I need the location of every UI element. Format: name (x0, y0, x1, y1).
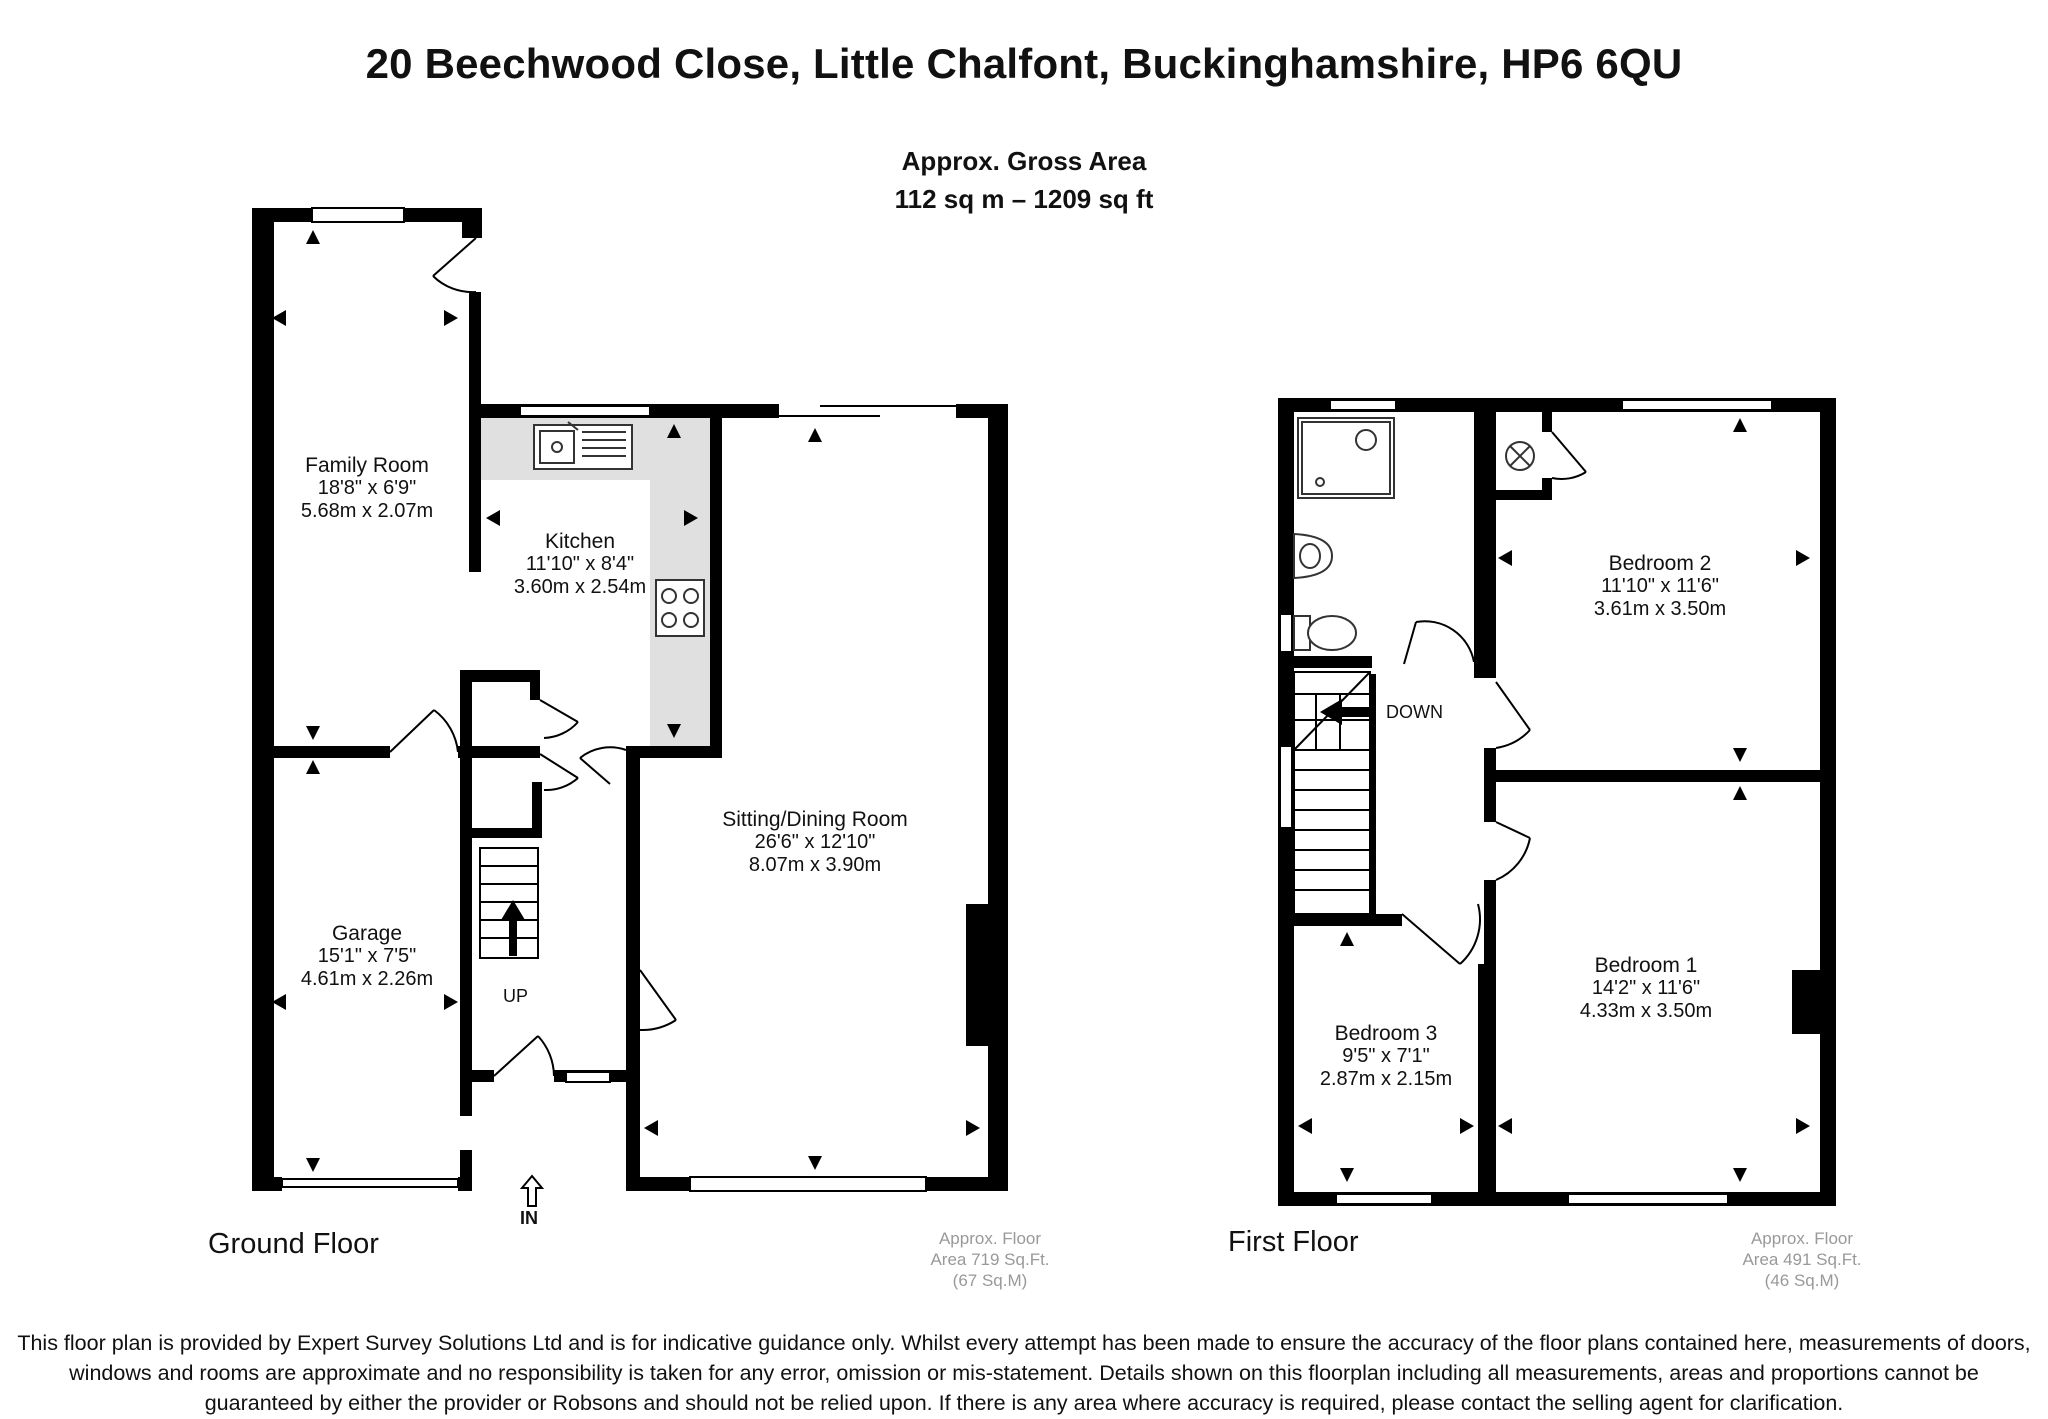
family-room-name: Family Room (305, 454, 429, 477)
toilet (1293, 615, 1357, 651)
first-floor-area-line1: Approx. Floor (1750, 1229, 1854, 1248)
room-label-sitting-dining: Sitting/Dining Room 26'6" x 12'10" 8.07m… (700, 808, 930, 877)
ground-floor-dimension-markers (272, 230, 980, 1172)
entrance-arrow-icon (519, 1174, 545, 1207)
first-floor-plan (1278, 398, 1836, 1206)
bedroom2-metric: 3.61m x 3.50m (1593, 598, 1727, 620)
family-room-metric: 5.68m x 2.07m (300, 500, 434, 522)
ground-floor-windows (281, 207, 927, 1192)
ground-floor-plan (252, 207, 1008, 1207)
ground-floor-label: Ground Floor (208, 1228, 379, 1260)
stair-up-label: UP (503, 986, 529, 1006)
page-title: 20 Beechwood Close, Little Chalfont, Buc… (365, 40, 1683, 87)
bedroom2-name: Bedroom 2 (1608, 552, 1712, 575)
bedroom1-imperial: 14'2" x 11'6" (1591, 977, 1701, 999)
garage-imperial: 15'1" x 7'5" (317, 945, 417, 967)
stair-up-arrow (501, 900, 525, 956)
bedroom2-imperial: 11'10" x 11'6" (1601, 575, 1719, 597)
ground-floor-area-line1: Approx. Floor (938, 1229, 1042, 1248)
gross-area-value: 112 sq m – 1209 sq ft (894, 184, 1154, 214)
room-label-bedroom1: Bedroom 1 14'2" x 11'6" 4.33m x 3.50m (1546, 954, 1746, 1023)
room-label-bedroom2: Bedroom 2 11'10" x 11'6" 3.61m x 3.50m (1560, 552, 1760, 621)
ground-floor-doors (389, 237, 677, 1077)
room-label-bedroom3: Bedroom 3 9'5" x 7'1" 2.87m x 2.15m (1296, 1022, 1476, 1091)
kitchen-imperial: 11'10" x 8'4" (525, 553, 635, 575)
basin (1293, 532, 1334, 580)
kitchen-hob (655, 579, 705, 637)
first-floor-label: First Floor (1228, 1226, 1359, 1258)
entrance-label: IN (520, 1208, 538, 1228)
first-floor-area-line3: (46 Sq.M) (1764, 1271, 1840, 1290)
shower-tray (1297, 417, 1395, 499)
ground-floor-area-line3: (67 Sq.M) (952, 1271, 1028, 1290)
first-floor-area-line2: Area 491 Sq.Ft. (1742, 1250, 1862, 1269)
first-floor-doors (1401, 431, 1587, 965)
gross-area-heading: Approx. Gross Area (901, 146, 1147, 176)
first-floor-area: Approx. Floor Area 491 Sq.Ft. (46 Sq.M) (1712, 1228, 1892, 1291)
sitting-dining-imperial: 26'6" x 12'10" (754, 831, 876, 853)
bedroom1-metric: 4.33m x 3.50m (1579, 1000, 1713, 1022)
bedroom3-imperial: 9'5" x 7'1" (1342, 1045, 1430, 1067)
kitchen-name: Kitchen (544, 530, 616, 553)
bedroom3-metric: 2.87m x 2.15m (1319, 1068, 1453, 1090)
bedroom1-name: Bedroom 1 (1594, 954, 1698, 977)
ground-floor-area: Approx. Floor Area 719 Sq.Ft. (67 Sq.M) (900, 1228, 1080, 1291)
family-room-imperial: 18'8" x 6'9" (317, 477, 417, 499)
room-label-family-room: Family Room 18'8" x 6'9" 5.68m x 2.07m (262, 454, 472, 523)
stair-down-label: DOWN (1386, 702, 1443, 722)
room-label-kitchen: Kitchen 11'10" x 8'4" 3.60m x 2.54m (480, 530, 680, 599)
kitchen-metric: 3.60m x 2.54m (513, 576, 647, 598)
garage-name: Garage (331, 922, 403, 945)
ground-floor-area-line2: Area 719 Sq.Ft. (930, 1250, 1050, 1269)
sliding-doors (779, 405, 956, 417)
ground-floor-walls (252, 208, 1008, 1191)
bedroom3-name: Bedroom 3 (1334, 1022, 1438, 1045)
cylinder-icon (1505, 441, 1535, 471)
room-label-garage: Garage 15'1" x 7'5" 4.61m x 2.26m (272, 922, 462, 991)
sitting-dining-name: Sitting/Dining Room (722, 808, 908, 831)
sitting-dining-metric: 8.07m x 3.90m (748, 854, 882, 876)
garage-metric: 4.61m x 2.26m (300, 968, 434, 990)
stair-down-arrow (1320, 699, 1372, 725)
disclaimer-text: This floor plan is provided by Expert Su… (17, 1331, 2031, 1415)
kitchen-sink (533, 421, 633, 470)
first-floor-windows (1279, 399, 1773, 1205)
first-floor-dimension-markers (1298, 418, 1810, 1182)
